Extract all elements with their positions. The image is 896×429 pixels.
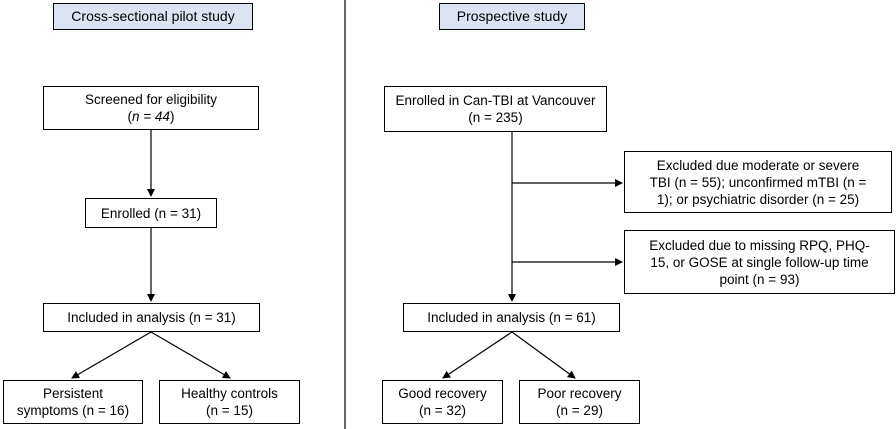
healthy-n: (n = 15): [206, 403, 253, 418]
excluded2-line2: 15, or GOSE at single follow-up time: [650, 254, 869, 270]
box-enrolled: Enrolled (n = 31): [85, 198, 217, 228]
included-right-label: Included in analysis (n = 61): [427, 310, 596, 325]
box-excluded-2: Excluded due to missing RPQ, PHQ- 15, or…: [624, 230, 895, 294]
box-enrolled-right: Enrolled in Can-TBI at Vancouver (n = 23…: [384, 86, 607, 132]
box-excluded-1: Excluded due moderate or severe TBI (n =…: [624, 151, 892, 213]
box-good-recovery: Good recovery (n = 32): [382, 380, 503, 424]
persistent-label: Persistent: [42, 386, 104, 401]
box-screened: Screened for eligibility (n = 44): [43, 86, 259, 130]
header-cross-sectional: Cross-sectional pilot study: [53, 3, 253, 30]
included-left-label: Included in analysis (n = 31): [67, 310, 236, 325]
excluded2-line1: Excluded due to missing RPQ, PHQ-: [649, 237, 870, 253]
excluded1-line2: TBI (n = 55); unconfirmed mTBI (n =: [649, 174, 867, 190]
enrolled-right-n: (n = 235): [468, 110, 523, 125]
box-included-left: Included in analysis (n = 31): [43, 303, 260, 332]
poor-n: (n = 29): [556, 403, 603, 418]
header-prospective-label: Prospective study: [456, 8, 568, 24]
enrolled-right-label: Enrolled in Can-TBI at Vancouver: [395, 93, 596, 108]
box-persistent: Persistent symptoms (n = 16): [3, 380, 143, 424]
box-poor-recovery: Poor recovery (n = 29): [519, 380, 640, 424]
header-cross-sectional-label: Cross-sectional pilot study: [71, 8, 235, 24]
arrow-included-to-persistent: [71, 331, 152, 379]
excluded1-line3: 1); or psychiatric disorder (n = 25): [656, 191, 860, 207]
persistent-line2: symptoms (n = 16): [16, 403, 130, 418]
excluded2-line3: point (n = 93): [719, 271, 800, 287]
box-included-right: Included in analysis (n = 61): [403, 303, 620, 332]
box-healthy: Healthy controls (n = 15): [159, 380, 300, 424]
header-prospective: Prospective study: [439, 3, 585, 30]
arrow-included-to-poor: [511, 331, 576, 379]
arrow-included-to-healthy: [150, 331, 231, 379]
arrow-included-to-good: [442, 331, 513, 379]
healthy-label: Healthy controls: [181, 386, 278, 401]
screened-n: (n = 44): [127, 109, 175, 124]
screened-label: Screened for eligibility: [84, 92, 218, 107]
good-label: Good recovery: [398, 386, 487, 401]
excluded1-line1: Excluded due moderate or severe: [656, 157, 860, 173]
enrolled-label: Enrolled (n = 31): [100, 205, 202, 221]
poor-label: Poor recovery: [537, 386, 622, 401]
good-n: (n = 32): [419, 403, 466, 418]
screened-n-value: n = 44: [132, 109, 170, 124]
